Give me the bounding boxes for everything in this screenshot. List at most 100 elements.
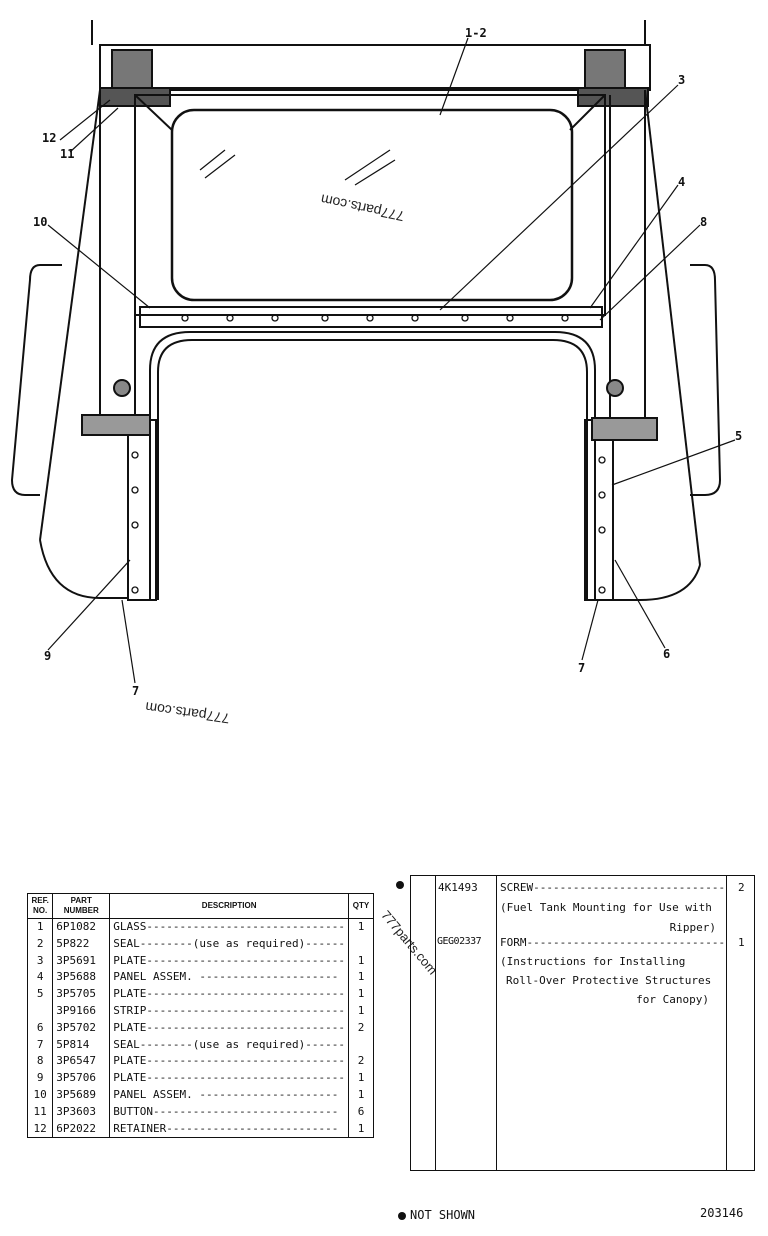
part-number: 3P6547 (52, 1053, 111, 1071)
callout-5: 5 (735, 429, 742, 443)
quantity: 1 (348, 918, 374, 936)
description: GLASS------------------------------ (109, 918, 350, 936)
quantity: 1 (348, 952, 374, 970)
quantity: 1 (348, 969, 374, 987)
callout-7-left: 7 (132, 684, 139, 698)
header-qty: QTY (348, 893, 374, 919)
quantity: 1 (348, 1120, 374, 1139)
description: PLATE------------------------------ (109, 1019, 350, 1037)
ref-number: 6 (26, 1019, 54, 1037)
quantity: 1 (738, 936, 745, 949)
part-number: 3P3603 (52, 1103, 111, 1121)
not-shown-bullet-icon (398, 1212, 406, 1220)
part-number: GEG02337 (437, 936, 482, 947)
callout-11: 11 (60, 147, 74, 161)
callout-12: 12 (42, 131, 56, 145)
callout-4: 4 (678, 175, 685, 189)
callout-6: 6 (663, 647, 670, 661)
quantity: 1 (348, 1086, 374, 1104)
figure-number: 203146 (700, 1206, 744, 1220)
not-shown-parts-table: 4K1493 SCREW----------------------------… (410, 875, 755, 1171)
callout-labels: 1-2 3 4 8 10 12 11 5 9 7 7 6 (33, 26, 742, 698)
callout-9: 9 (44, 649, 51, 663)
canopy-exploded-diagram: 1-2 3 4 8 10 12 11 5 9 7 7 6 (10, 20, 742, 698)
part-number: 3P5691 (52, 952, 111, 970)
description: PLATE------------------------------ (109, 1053, 350, 1071)
canopy-frame (10, 20, 722, 601)
part-number: 5P822 (52, 935, 111, 953)
callout-1-2: 1-2 (465, 26, 487, 40)
part-number: 3P5689 (52, 1086, 111, 1104)
not-shown-legend: NOT SHOWN (410, 1208, 476, 1222)
description-line: Ripper) (669, 921, 716, 934)
callout-10: 10 (33, 215, 47, 229)
description-line: FORM------------------------------ (500, 936, 726, 949)
parts-table-header: REF. NO. PART NUMBER DESCRIPTION QTY (26, 893, 374, 919)
ref-number: 12 (26, 1120, 54, 1139)
description: PANEL ASSEM. --------------------- (109, 969, 350, 987)
description: PLATE------------------------------ (109, 1070, 350, 1087)
part-number: 3P5702 (52, 1019, 111, 1037)
quantity: 2 (348, 1053, 374, 1071)
callout-3: 3 (678, 73, 685, 87)
description: PLATE------------------------------ (109, 952, 350, 970)
description-line: (Instructions for Installing (500, 955, 686, 968)
quantity: 1 (348, 986, 374, 1003)
quantity (348, 935, 374, 953)
part-number: 3P9166 (52, 1002, 111, 1020)
ref-number (26, 1002, 54, 1020)
header-ref-no: REF. NO. (26, 893, 54, 919)
part-number: 5P814 (52, 1036, 111, 1054)
ref-number: 1 (26, 918, 54, 936)
rail-holes (131, 314, 606, 594)
quantity: 1 (348, 1002, 374, 1020)
part-number: 4K1493 (438, 881, 478, 894)
description: SEAL--------(use as required)------ (109, 1036, 350, 1054)
ref-number: 3 (26, 952, 54, 970)
ref-number: 10 (26, 1086, 54, 1104)
part-number: 6P2022 (52, 1120, 111, 1139)
quantity: 2 (348, 1019, 374, 1037)
description: RETAINER-------------------------- (109, 1120, 350, 1139)
ref-number: 2 (26, 935, 54, 953)
quantity: 2 (738, 881, 745, 894)
description: BUTTON---------------------------- (109, 1103, 350, 1121)
part-number: 3P5705 (52, 986, 111, 1003)
description-line: Roll-Over Protective Structures (506, 974, 712, 987)
part-number: 6P1082 (52, 918, 111, 936)
description-line: SCREW----------------------------- (500, 881, 726, 894)
callout-7-right: 7 (578, 661, 585, 675)
description: PLATE------------------------------ (109, 986, 350, 1003)
ref-number: 4 (26, 969, 54, 987)
header-part-number: PART NUMBER (52, 893, 111, 919)
ref-number: 8 (26, 1053, 54, 1071)
ref-number: 7 (26, 1036, 54, 1054)
quantity: 6 (348, 1103, 374, 1121)
description: STRIP------------------------------ (109, 1002, 350, 1020)
ref-number: 5 (26, 986, 54, 1003)
description-line: for Canopy) (636, 993, 709, 1006)
not-shown-bullet-icon (396, 881, 404, 889)
part-number: 3P5706 (52, 1070, 111, 1087)
leader-lines (47, 37, 736, 684)
description-line: (Fuel Tank Mounting for Use with (500, 901, 712, 914)
description: PANEL ASSEM. --------------------- (109, 1086, 350, 1104)
part-number: 3P5688 (52, 969, 111, 987)
callout-8: 8 (700, 215, 707, 229)
description: SEAL--------(use as required)------ (109, 935, 350, 953)
quantity: 1 (348, 1070, 374, 1087)
header-description: DESCRIPTION (109, 893, 350, 919)
